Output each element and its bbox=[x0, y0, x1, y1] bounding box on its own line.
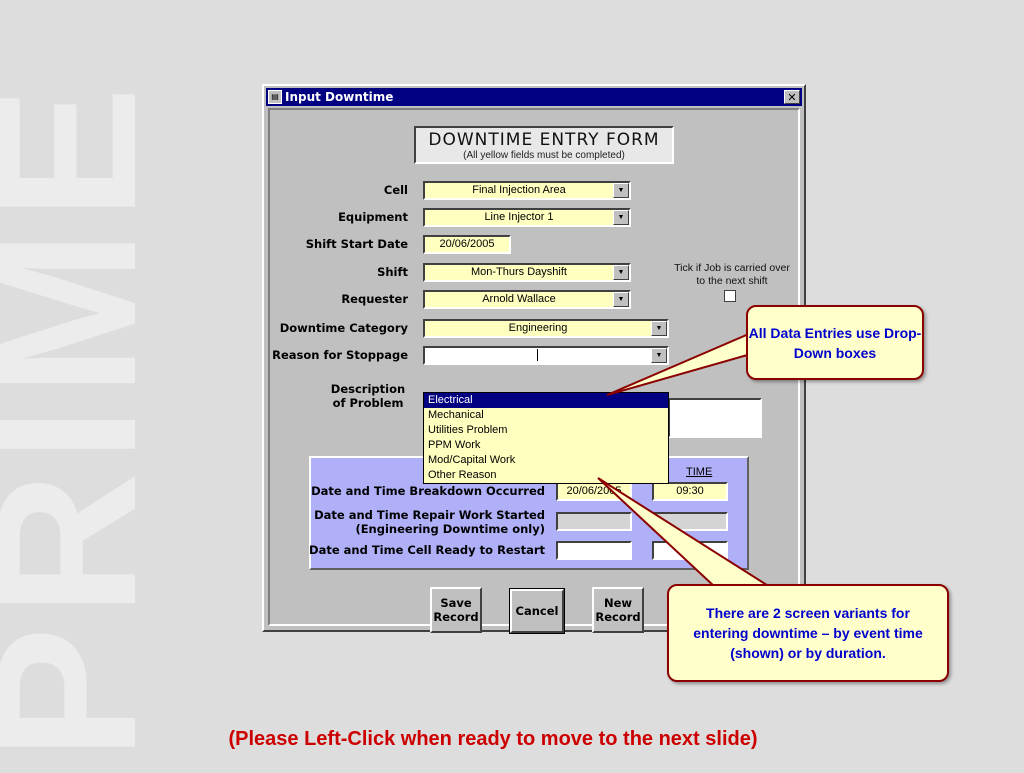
text-cursor bbox=[537, 349, 538, 361]
next-slide-instruction: (Please Left-Click when ready to move to… bbox=[228, 728, 758, 750]
breakdown-date-input[interactable]: 20/06/2005 bbox=[556, 482, 632, 501]
equipment-value: Line Injector 1 bbox=[484, 211, 554, 223]
shift-label: Shift bbox=[377, 265, 408, 279]
time-column-header: TIME bbox=[686, 466, 713, 478]
input-downtime-window: ▤ Input Downtime ✕ DOWNTIME ENTRY FORM (… bbox=[262, 84, 806, 634]
shift-start-date-input[interactable]: 20/06/2005 bbox=[423, 235, 511, 254]
dropdown-option[interactable]: Electrical bbox=[424, 393, 668, 408]
carry-over-label: Tick if Job is carried over to the next … bbox=[674, 262, 790, 287]
reason-dropdown-list[interactable]: Electrical Mechanical Utilities Problem … bbox=[423, 392, 669, 484]
save-record-button[interactable]: Save Record bbox=[430, 587, 482, 633]
downtime-category-label: Downtime Category bbox=[279, 321, 408, 335]
requester-label: Requester bbox=[341, 292, 408, 306]
window-titlebar[interactable]: ▤ Input Downtime ✕ bbox=[266, 88, 802, 106]
repair-date-input[interactable] bbox=[556, 512, 632, 531]
reason-for-stoppage-label: Reason for Stoppage bbox=[272, 348, 408, 362]
chevron-down-icon[interactable]: ▼ bbox=[613, 183, 629, 198]
carry-over-checkbox[interactable] bbox=[724, 290, 736, 302]
dropdown-option[interactable]: Mechanical bbox=[428, 409, 484, 421]
dropdown-option[interactable]: Utilities Problem bbox=[428, 424, 508, 436]
variants-callout: There are 2 screen variants for entering… bbox=[667, 584, 949, 682]
form-heading: DOWNTIME ENTRY FORM bbox=[428, 130, 660, 150]
requester-value: Arnold Wallace bbox=[482, 293, 556, 305]
chevron-down-icon[interactable]: ▼ bbox=[613, 210, 629, 225]
downtime-category-combo[interactable]: Engineering ▼ bbox=[423, 319, 669, 338]
cell-value: Final Injection Area bbox=[472, 184, 566, 196]
chevron-down-icon[interactable]: ▼ bbox=[613, 265, 629, 280]
prime-watermark: PRIME bbox=[0, 0, 180, 768]
dropdown-option[interactable]: Mod/Capital Work bbox=[428, 454, 516, 466]
description-textarea[interactable] bbox=[668, 398, 762, 438]
requester-combo[interactable]: Arnold Wallace ▼ bbox=[423, 290, 631, 309]
new-record-button[interactable]: New Record bbox=[592, 587, 644, 633]
reason-for-stoppage-combo[interactable]: ▼ bbox=[423, 346, 669, 365]
chevron-down-icon[interactable]: ▼ bbox=[651, 321, 667, 336]
ready-to-restart-label: Date and Time Cell Ready to Restart bbox=[309, 543, 545, 557]
equipment-label: Equipment bbox=[338, 210, 408, 224]
description-label: Description of Problem bbox=[330, 382, 406, 410]
cancel-button[interactable]: Cancel bbox=[509, 588, 565, 634]
chevron-down-icon[interactable]: ▼ bbox=[613, 292, 629, 307]
breakdown-occurred-label: Date and Time Breakdown Occurred bbox=[311, 484, 545, 498]
cell-combo[interactable]: Final Injection Area ▼ bbox=[423, 181, 631, 200]
restart-date-input[interactable] bbox=[556, 541, 632, 560]
chevron-down-icon[interactable]: ▼ bbox=[651, 348, 667, 363]
repair-time-input[interactable] bbox=[652, 512, 728, 531]
equipment-combo[interactable]: Line Injector 1 ▼ bbox=[423, 208, 631, 227]
form-subheading: (All yellow fields must be completed) bbox=[463, 150, 625, 161]
restart-time-input[interactable] bbox=[652, 541, 728, 560]
breakdown-time-input[interactable]: 09:30 bbox=[652, 482, 728, 501]
shift-start-date-label: Shift Start Date bbox=[305, 237, 408, 251]
shift-value: Mon-Thurs Dayshift bbox=[471, 266, 567, 278]
dropdown-option[interactable]: PPM Work bbox=[428, 439, 481, 451]
downtime-category-value: Engineering bbox=[508, 322, 568, 334]
watermark-text: PRIME bbox=[0, 77, 178, 760]
repair-started-label: Date and Time Repair Work Started (Engin… bbox=[314, 508, 545, 536]
close-button[interactable]: ✕ bbox=[784, 90, 800, 104]
form-body: DOWNTIME ENTRY FORM (All yellow fields m… bbox=[268, 108, 800, 634]
dropdown-option[interactable]: Other Reason bbox=[428, 469, 497, 481]
cell-label: Cell bbox=[383, 183, 408, 197]
form-heading-box: DOWNTIME ENTRY FORM (All yellow fields m… bbox=[414, 126, 674, 164]
dropdown-callout: All Data Entries use Drop-Down boxes bbox=[746, 305, 924, 380]
window-title: Input Downtime bbox=[285, 90, 394, 104]
form-icon: ▤ bbox=[268, 90, 282, 104]
shift-combo[interactable]: Mon-Thurs Dayshift ▼ bbox=[423, 263, 631, 282]
